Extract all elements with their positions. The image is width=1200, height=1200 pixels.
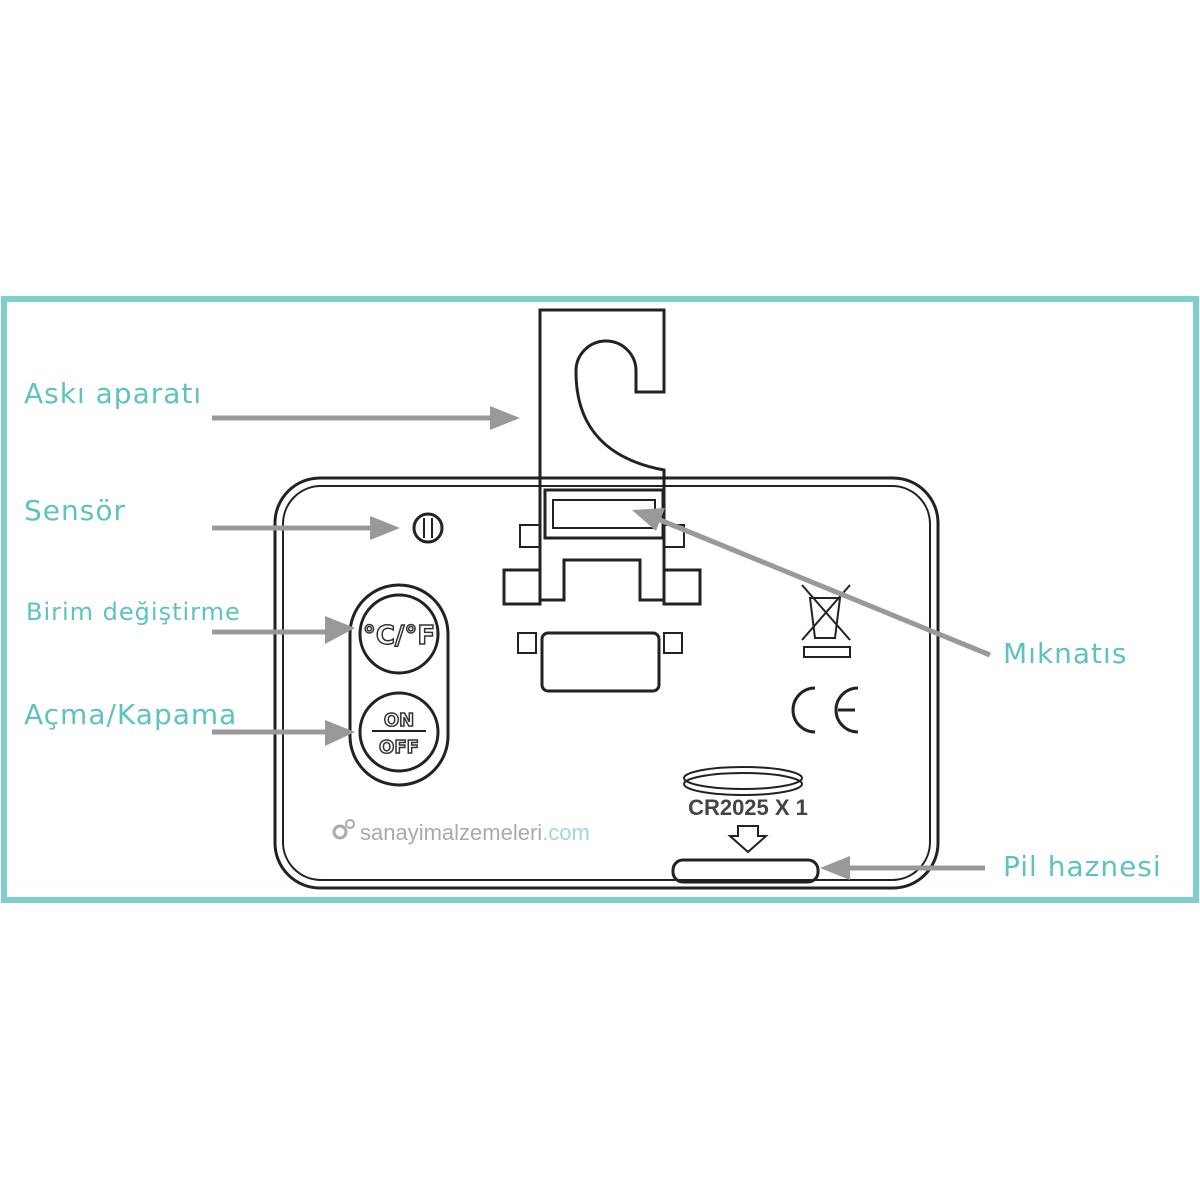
off-label: OFF	[379, 737, 419, 758]
weee-bin-icon	[801, 584, 851, 658]
watermark-logo: sanayimalzemeleri.com	[332, 819, 590, 845]
power-button[interactable]: ON OFF	[358, 691, 440, 773]
diagram-frame	[1, 296, 1199, 903]
device-body	[273, 476, 940, 890]
callout-arrows	[212, 406, 991, 880]
unit-switch-button[interactable]: °C/°F	[358, 593, 440, 675]
coin-battery-icon	[683, 766, 803, 796]
label-magnet: Mıknatıs	[1003, 637, 1127, 670]
battery-type-text: CR2025 X 1	[688, 795, 808, 820]
button-panel	[348, 583, 450, 787]
down-arrow-icon	[727, 825, 769, 854]
unit-button-label: °C/°F	[363, 621, 435, 651]
label-sensor: Sensör	[24, 494, 126, 527]
label-power: Açma/Kapama	[24, 698, 237, 731]
svg-text:sanayimalzemeleri.com: sanayimalzemeleri.com	[360, 820, 590, 845]
battery-compartment[interactable]	[671, 858, 820, 884]
label-hanger: Askı aparatı	[24, 377, 202, 410]
label-unit-switch: Birim değiştirme	[26, 598, 241, 626]
label-battery: Pil haznesi	[1003, 850, 1162, 883]
sensor-icon	[412, 512, 444, 544]
hanger	[502, 308, 702, 606]
ce-mark-icon	[791, 686, 859, 734]
on-label: ON	[384, 710, 414, 731]
battery-door-window	[517, 631, 683, 693]
